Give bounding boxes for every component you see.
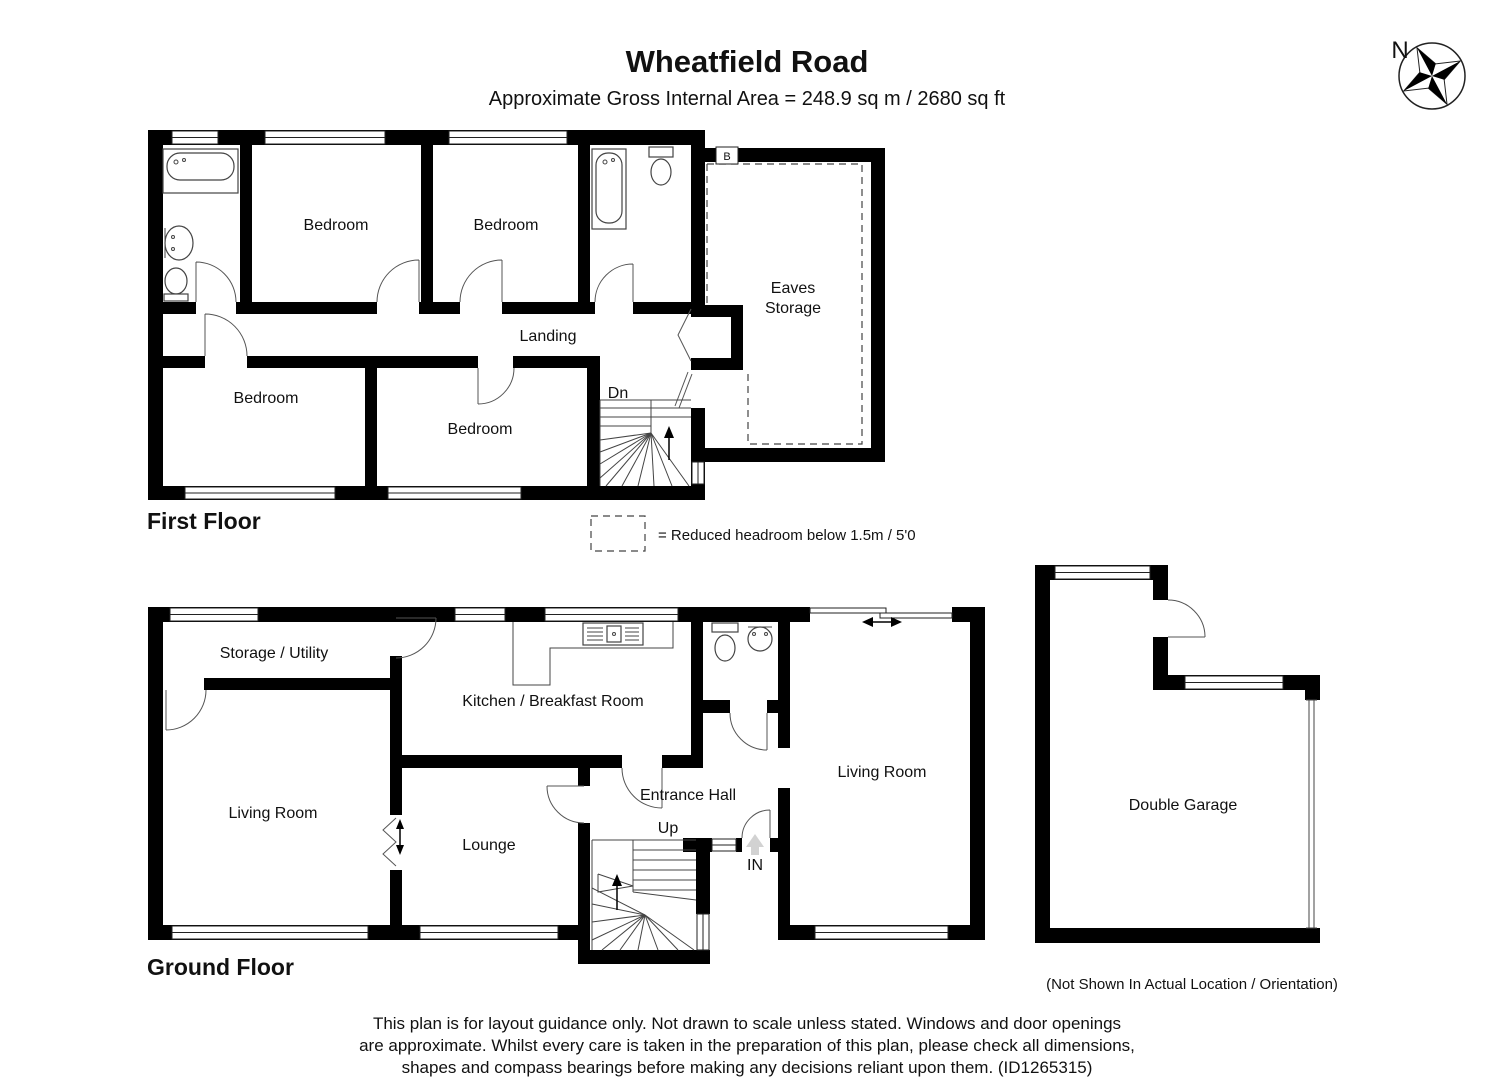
garage-labels: Double Garage (Not Shown In Actual Locat… [1046, 797, 1338, 993]
toilet-icon [648, 146, 674, 186]
kitchen-hall-door [621, 767, 663, 809]
ground-floor-labels: Storage / Utility Kitchen / Breakfast Ro… [147, 645, 926, 980]
slide-arrow-left [862, 617, 873, 627]
room-label-storage-utility: Storage / Utility [220, 645, 328, 662]
bath-icon [591, 148, 627, 230]
room-label-living-room: Living Room [229, 805, 318, 822]
sliding-door [809, 607, 953, 627]
wc-door [729, 712, 768, 751]
stairs-down [599, 399, 691, 487]
page-title: Wheatfield Road [626, 44, 869, 79]
boiler-label: B [723, 151, 730, 163]
room-label-bedroom: Bedroom [474, 217, 539, 234]
legend: = Reduced headroom below 1.5m / 5'0 [590, 515, 916, 552]
ground-floor-doors [165, 599, 1206, 839]
garage-walls [1035, 565, 1320, 943]
room-label-living-room: Living Room [838, 764, 927, 781]
compass-icon: N [1391, 37, 1466, 110]
entrance-in-arrow [746, 834, 764, 855]
disclaimer-line: shapes and compass bearings before makin… [402, 1058, 1093, 1077]
eaves-door [678, 373, 693, 409]
folding-door [382, 817, 404, 867]
first-floor-windows [171, 130, 705, 500]
ground-floor-windows [169, 607, 949, 951]
garage-door-internal [1167, 599, 1206, 638]
bath-icon [162, 148, 239, 194]
counter-outline [512, 622, 674, 686]
garage-door [1306, 699, 1317, 929]
legend-label: = Reduced headroom below 1.5m / 5'0 [658, 527, 916, 544]
garage-caption: (Not Shown In Actual Location / Orientat… [1046, 976, 1338, 993]
sink-unit-icon [582, 622, 644, 646]
room-label-bedroom: Bedroom [234, 390, 299, 407]
sink-icon [164, 225, 194, 261]
room-label-eaves-storage: Eaves [771, 280, 815, 297]
entrance-in-label: IN [747, 857, 763, 874]
disclaimer-line: This plan is for layout guidance only. N… [373, 1014, 1121, 1033]
kitchen-fixtures [512, 622, 773, 686]
stair-arrow [664, 426, 674, 438]
ground-floor-title: Ground Floor [147, 954, 294, 980]
sink-icon [747, 626, 773, 652]
room-label-bedroom: Bedroom [304, 217, 369, 234]
page-subtitle: Approximate Gross Internal Area = 248.9 … [489, 88, 1006, 110]
room-label-entrance-hall: Entrance Hall [640, 787, 736, 804]
first-floor-labels: Bedroom Bedroom Landing Bedroom Bedroom … [147, 217, 821, 534]
legend-swatch [590, 515, 646, 552]
front-door [741, 809, 771, 839]
bathroom-door [195, 261, 237, 303]
stair-arrow [612, 874, 622, 886]
room-label-kitchen: Kitchen / Breakfast Room [462, 693, 643, 710]
boiler: B [715, 146, 739, 165]
header: Wheatfield Road Approximate Gross Intern… [489, 44, 1006, 110]
toilet-icon [711, 622, 739, 662]
room-label-eaves-storage: Storage [765, 300, 821, 317]
storage-door [165, 689, 207, 731]
room-label-double-garage: Double Garage [1129, 797, 1238, 814]
disclaimer-line: are approximate. Whilst every care is ta… [359, 1036, 1135, 1055]
bifold-door [677, 308, 692, 362]
bathroom-door [594, 263, 634, 303]
room-label-landing: Landing [520, 328, 577, 345]
kitchen-door [395, 617, 437, 659]
toilet-icon [163, 267, 189, 302]
stairs-up-label: Up [658, 820, 679, 837]
compass-north-label: N [1391, 37, 1408, 64]
reduced-headroom-boundary [706, 163, 863, 445]
bedroom-door [204, 313, 248, 357]
room-label-lounge: Lounge [462, 837, 515, 854]
garage-windows [1054, 565, 1284, 690]
stairs-up [591, 839, 697, 951]
room-label-bedroom: Bedroom [448, 421, 513, 438]
first-floor-title: First Floor [147, 508, 261, 534]
bedroom-door [376, 259, 420, 303]
footer-disclaimer: This plan is for layout guidance only. N… [359, 1014, 1135, 1077]
slide-arrow-right [891, 617, 902, 627]
stairs-dn-label: Dn [608, 385, 628, 402]
bedroom-door [477, 367, 515, 405]
first-floor-fixtures [162, 146, 674, 302]
lounge-door [546, 785, 585, 824]
bedroom-door [459, 259, 503, 303]
first-floor-doors [195, 259, 693, 409]
